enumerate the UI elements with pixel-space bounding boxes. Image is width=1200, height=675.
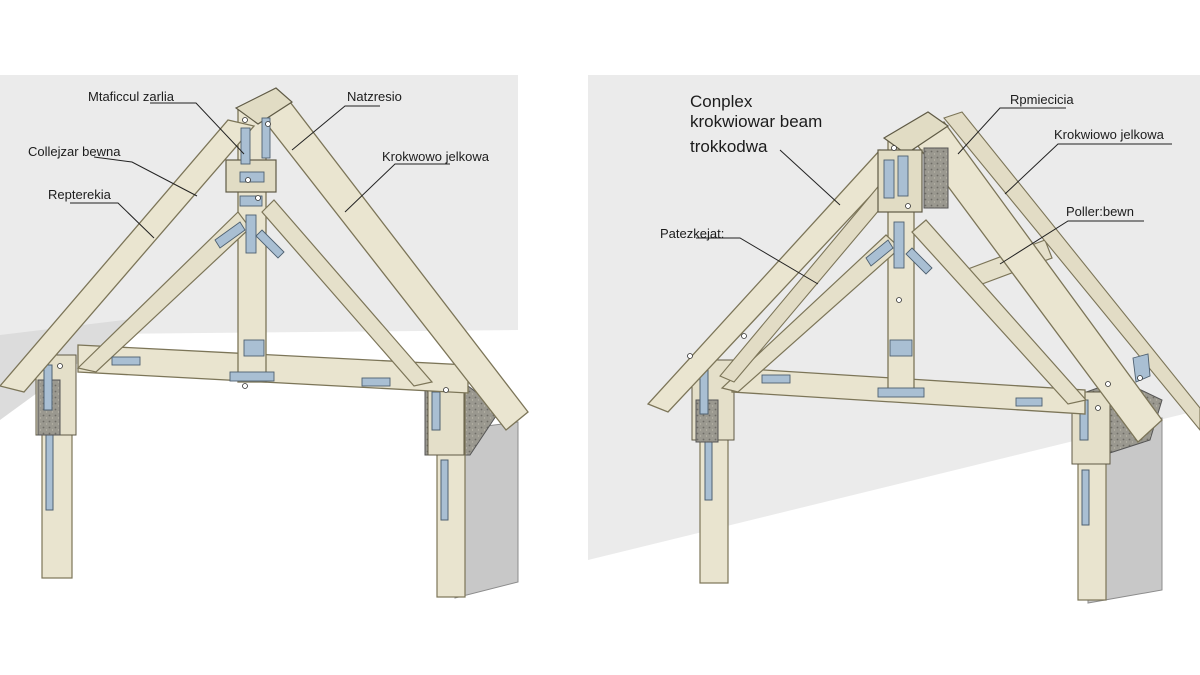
label-rafter-tag: Repterekia xyxy=(48,187,112,202)
label-collar: Collejzar bewna xyxy=(28,144,121,159)
left-truss-panel xyxy=(0,75,529,599)
right-steel-plates xyxy=(761,155,1151,407)
left-bolts xyxy=(57,117,449,393)
label-collar-2: Poller:bewn xyxy=(1066,204,1134,219)
label-title-line2: krokwiowar beam xyxy=(690,112,822,131)
right-post xyxy=(427,374,466,598)
right-bolts xyxy=(687,145,1143,411)
label-top-right-2: Rpmiecicia xyxy=(1010,92,1074,107)
label-patch: Patezkejat: xyxy=(660,226,724,241)
label-title-line1: Conplex xyxy=(690,92,753,111)
label-top-right: Natzresio xyxy=(347,89,402,104)
right-strut-right xyxy=(911,219,1088,405)
label-title-line3: trokkodwa xyxy=(690,137,768,156)
right-right-post xyxy=(1071,391,1111,601)
left-labels: Mtaficcul zarlia Natzresio Collejzar bew… xyxy=(28,89,490,202)
left-strut-right xyxy=(261,199,434,387)
label-top-left: Mtaficcul zarlia xyxy=(88,89,175,104)
left-ridge-block xyxy=(234,87,293,125)
left-rafter-left xyxy=(0,119,256,393)
right-labels: Conplex krokwiowar beam trokkodwa Rpmiec… xyxy=(660,92,1165,241)
right-ridge-concrete xyxy=(923,147,949,209)
left-post xyxy=(35,354,77,579)
label-right-rafter: Krokwowo jelkowa xyxy=(382,149,490,164)
label-right-rafter-2: Krokwiowo jelkowa xyxy=(1054,127,1165,142)
leader-lines xyxy=(70,102,1172,285)
right-truss-panel xyxy=(588,75,1200,604)
right-ridge-block xyxy=(882,111,950,155)
left-steel-plates xyxy=(111,117,391,387)
